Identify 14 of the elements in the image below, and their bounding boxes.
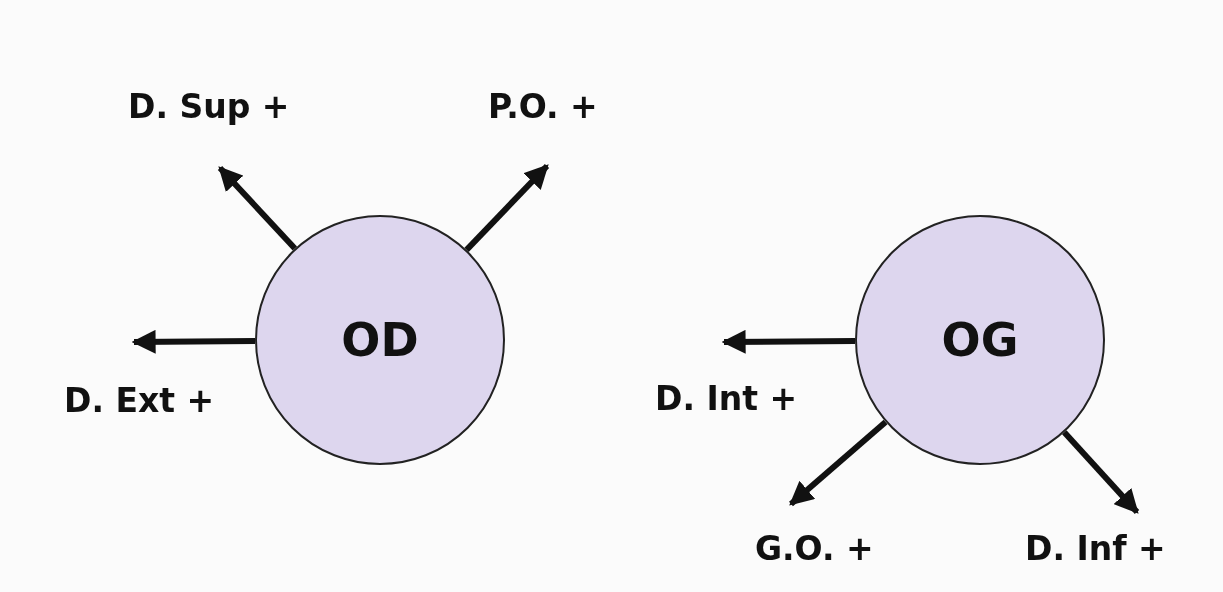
arrow (1062, 430, 1140, 515)
eye-label: OD (341, 313, 419, 367)
muscle-label: D. Inf + (1025, 530, 1166, 568)
muscle-label: G.O. + (755, 530, 874, 568)
muscle-label: P.O. + (488, 88, 598, 126)
muscle-label: D. Sup + (128, 88, 290, 126)
arrow (789, 419, 888, 507)
muscle-label: D. Ext + (64, 382, 215, 420)
arrow (131, 329, 256, 354)
arrow (721, 329, 856, 354)
eye-label: OG (941, 313, 1019, 367)
arrow (464, 163, 550, 252)
arrow (217, 165, 298, 251)
muscle-label: D. Int + (655, 380, 798, 418)
